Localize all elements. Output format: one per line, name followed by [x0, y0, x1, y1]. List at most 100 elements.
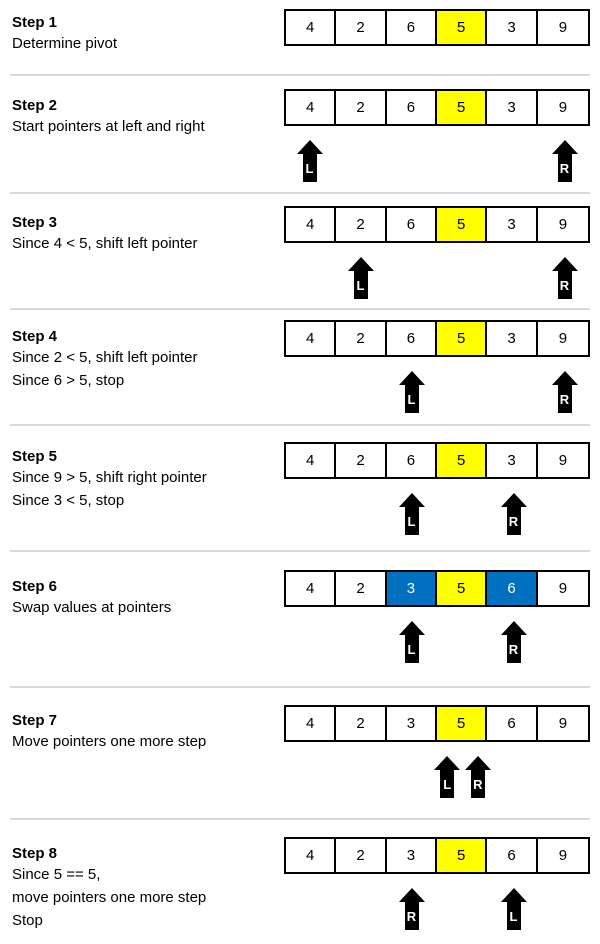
step-title: Step 2	[12, 97, 58, 114]
pivot-cell: 5	[437, 839, 488, 872]
array-cell: 3	[487, 322, 538, 355]
array-cell: 6	[386, 322, 438, 355]
pivot-cell: 5	[437, 572, 488, 605]
array-cell: 2	[336, 444, 387, 477]
array-cell: 9	[537, 707, 589, 740]
pivot-cell: 5	[437, 444, 488, 477]
pointer-label: R	[406, 909, 417, 924]
step-title: Step 3	[12, 214, 58, 231]
pivot-cell: 5	[437, 208, 488, 241]
array-cell: 9	[537, 572, 589, 605]
array-cell: 2	[336, 572, 387, 605]
right-pointer-icon: R	[398, 888, 425, 930]
right-pointer-icon: R	[500, 493, 527, 535]
array-cell: 3	[487, 91, 538, 124]
array-cell: 3	[487, 444, 538, 477]
step-divider	[10, 308, 590, 310]
left-pointer-icon: L	[398, 493, 425, 535]
array-cell: 4	[286, 572, 337, 605]
array-cell: 2	[336, 322, 387, 355]
step-title: Step 7	[12, 712, 58, 729]
step-title: Step 8	[12, 845, 58, 862]
pointer-label: L	[305, 161, 314, 176]
array-cell: 2	[336, 11, 387, 44]
array-cell: 9	[537, 444, 589, 477]
array-cell: 6	[487, 839, 538, 872]
pivot-cell: 5	[437, 322, 488, 355]
right-pointer-icon: R	[500, 621, 527, 663]
array-cell: 4	[286, 444, 337, 477]
right-pointer-icon: R	[464, 756, 491, 798]
step-description: Since 2 < 5, shift left pointer	[12, 349, 198, 366]
step-divider	[10, 550, 590, 552]
pivot-cell: 5	[437, 91, 488, 124]
swapped-cell: 6	[487, 572, 538, 605]
array-cell: 9	[537, 322, 589, 355]
array-cell: 6	[386, 208, 438, 241]
left-pointer-icon: L	[398, 371, 425, 413]
array-cell: 2	[336, 839, 387, 872]
array-cell: 3	[487, 11, 538, 44]
swapped-cell: 3	[386, 572, 438, 605]
array-cell: 6	[386, 444, 438, 477]
array-cell: 4	[286, 707, 337, 740]
left-pointer-icon: L	[434, 756, 461, 798]
array-cell: 9	[537, 208, 589, 241]
array-cell: 4	[286, 11, 337, 44]
array-cell: 4	[286, 322, 337, 355]
right-pointer-icon: R	[551, 257, 578, 299]
step-description: Since 3 < 5, stop	[12, 492, 125, 509]
pointer-label: L	[407, 514, 416, 529]
array-cell: 4	[286, 91, 337, 124]
left-pointer-icon: L	[500, 888, 527, 930]
array-cell: 3	[386, 707, 438, 740]
pivot-cell: 5	[437, 707, 488, 740]
step-title: Step 4	[12, 328, 58, 345]
array-cell: 2	[336, 707, 387, 740]
step-description: Since 4 < 5, shift left pointer	[12, 235, 198, 252]
pointer-label: R	[508, 642, 519, 657]
left-pointer-icon: L	[296, 140, 323, 182]
step-description: Since 9 > 5, shift right pointer	[12, 469, 207, 486]
step-divider	[10, 424, 590, 426]
pointer-label: R	[559, 161, 570, 176]
array-cell: 9	[537, 839, 589, 872]
pointer-label: L	[407, 392, 416, 407]
step-divider	[10, 192, 590, 194]
step-description: move pointers one more step	[12, 889, 207, 906]
step-description: Since 5 == 5,	[12, 866, 101, 883]
array-cell: 3	[386, 839, 438, 872]
array-cell: 9	[537, 91, 589, 124]
step-description: Since 6 > 5, stop	[12, 372, 125, 389]
pointer-label: L	[509, 909, 518, 924]
pointer-label: L	[443, 777, 452, 792]
array-cell: 6	[386, 91, 438, 124]
step-title: Step 1	[12, 14, 58, 31]
array-cell: 6	[487, 707, 538, 740]
array-cell: 2	[336, 91, 387, 124]
pointer-label: L	[407, 642, 416, 657]
left-pointer-icon: L	[347, 257, 374, 299]
step-description: Determine pivot	[12, 35, 118, 52]
array-cell: 2	[336, 208, 387, 241]
array-cell: 4	[286, 839, 337, 872]
step-title: Step 6	[12, 578, 58, 595]
pointer-label: R	[508, 514, 519, 529]
pointer-label: R	[559, 278, 570, 293]
array-cell: 3	[487, 208, 538, 241]
step-description: Swap values at pointers	[12, 599, 172, 616]
pointer-label: L	[356, 278, 365, 293]
right-pointer-icon: R	[551, 140, 578, 182]
step-description: Stop	[12, 912, 43, 929]
step-description: Move pointers one more step	[12, 733, 207, 750]
step-divider	[10, 74, 590, 76]
pointer-label: R	[559, 392, 570, 407]
